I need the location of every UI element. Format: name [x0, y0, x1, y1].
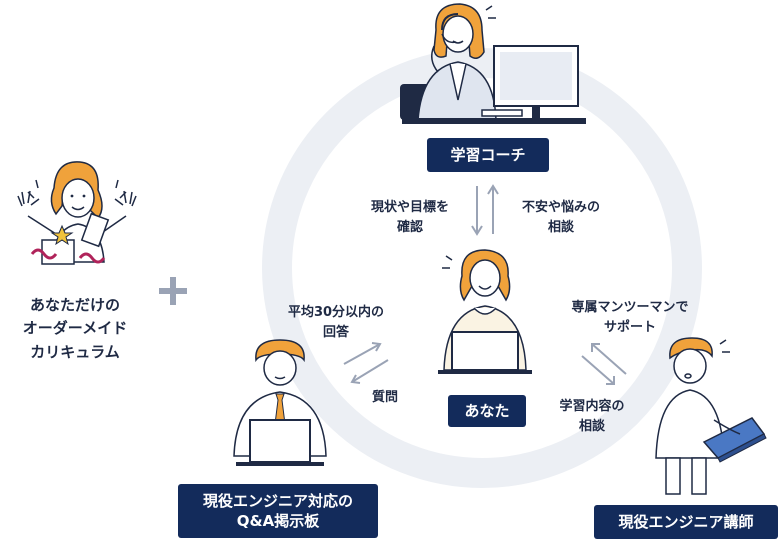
reply-within-30-line-2: 回答 — [322, 324, 349, 340]
engineer-instructor-illustration — [655, 337, 767, 495]
confirm-goals-text: 現状や目標を 確認 — [352, 198, 468, 237]
arrow-up-right-icon — [371, 342, 382, 352]
personal-support-text: 専属マンツーマンで サポート — [556, 298, 704, 337]
learning-coach-illustration — [400, 3, 586, 124]
consult-worries-line-1: 不安や悩みの — [521, 200, 600, 215]
arrow-down-icon — [471, 225, 483, 236]
confirm-goals-line-1: 現状や目標を — [370, 200, 449, 215]
learning-coach-label: 学習コーチ — [427, 138, 549, 172]
reply-within-30-line-1: 平均30分以内の — [287, 305, 385, 320]
reply-within-30-text: 平均30分以内の 回答 — [274, 303, 398, 342]
consult-worries-line-2: 相談 — [547, 219, 574, 235]
question-text: 質問 — [371, 390, 398, 405]
custom-curriculum-line-2: オーダーメイド — [22, 319, 128, 338]
arrow-down-right-icon — [606, 376, 615, 385]
study-consult-text: 学習内容の 相談 — [544, 397, 640, 436]
arrow-up-left-icon — [591, 343, 600, 352]
study-consult-line-2: 相談 — [578, 418, 605, 434]
custom-curriculum-line-1: あなただけの — [29, 296, 120, 314]
custom-curriculum-line-3: カリキュラム — [30, 342, 120, 361]
consult-worries-text: 不安や悩みの 相談 — [506, 198, 616, 237]
qa-board-label-line-1: 現役エンジニア対応の — [202, 491, 353, 510]
custom-curriculum-text: あなただけの オーダーメイド カリキュラム — [0, 294, 150, 364]
study-consult-line-1: 学習内容の — [559, 399, 625, 414]
qa-board-label-line-2: Q&A掲示板 — [236, 512, 320, 530]
arrow-down-left-icon — [350, 374, 361, 384]
engineer-instructor-label: 現役エンジニア講師 — [594, 505, 778, 539]
qa-exchange-arrows — [343, 342, 389, 384]
you-illustration — [438, 249, 532, 374]
plus-icon — [159, 277, 187, 305]
confirm-goals-line-2: 確認 — [396, 219, 423, 235]
coach-exchange-arrows — [471, 184, 499, 236]
celebrating-person-illustration — [17, 161, 137, 265]
personal-support-line-1: 専属マンツーマンで — [571, 300, 689, 315]
personal-support-line-2: サポート — [603, 319, 656, 335]
instructor-exchange-arrows — [581, 343, 627, 385]
qa-board-label: 現役エンジニア対応の Q&A掲示板 — [178, 484, 378, 538]
you-label: あなた — [448, 395, 526, 427]
qa-engineer-illustration — [233, 339, 327, 466]
arrow-up-icon — [487, 184, 499, 195]
